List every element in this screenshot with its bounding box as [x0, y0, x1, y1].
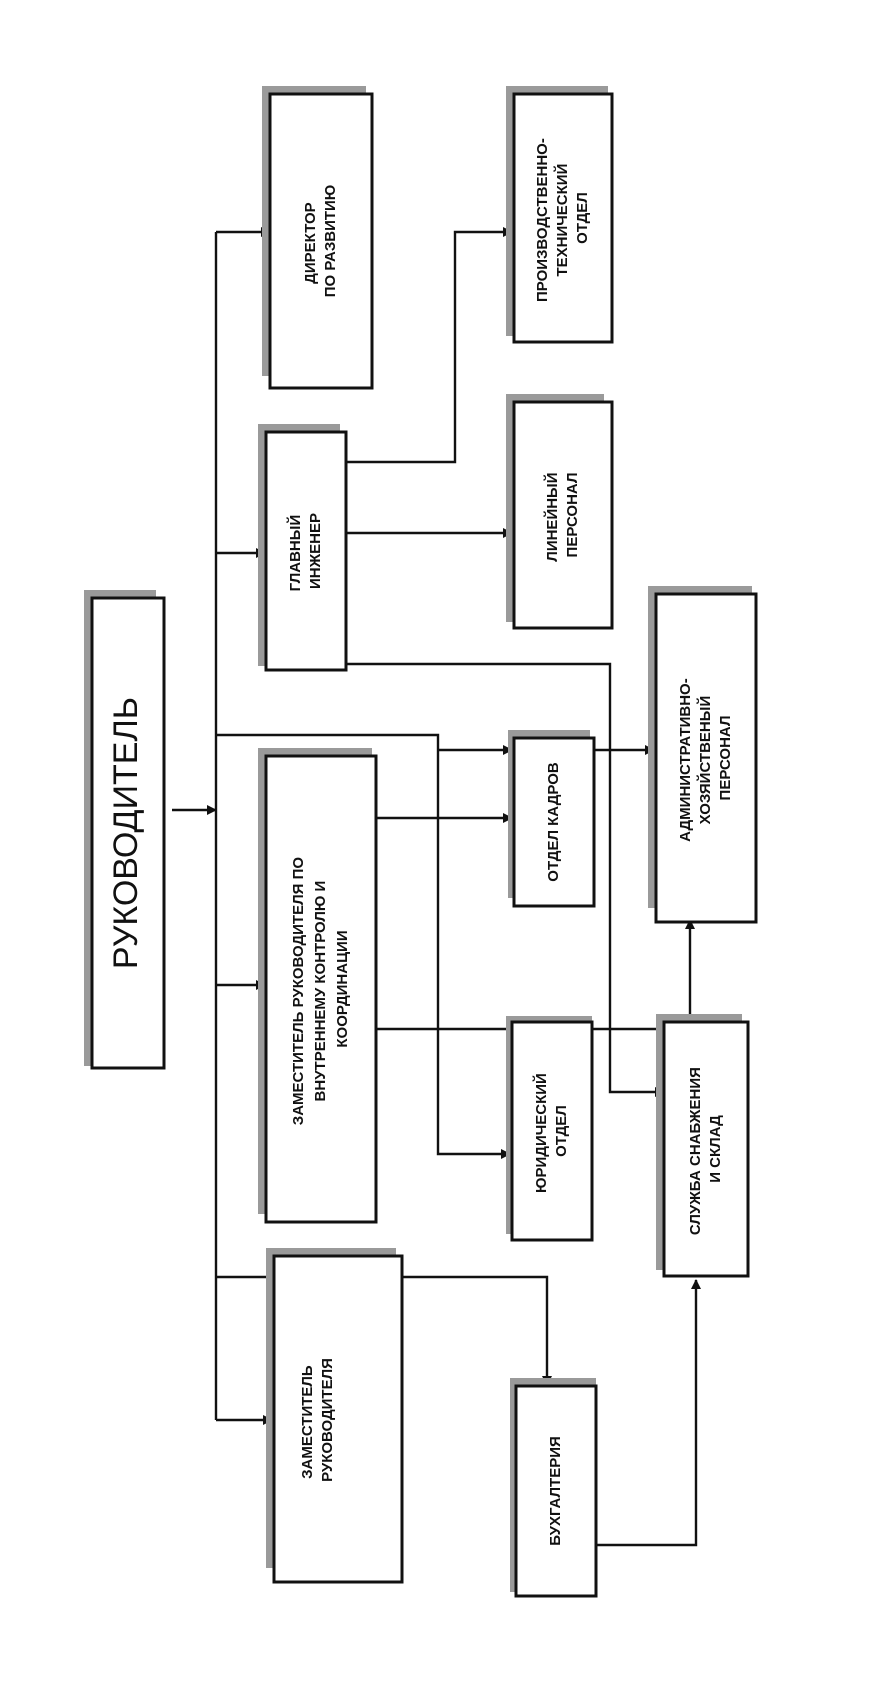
svg-text:СЛУЖБА СНАБЖЕНИЯ И СКЛ: СЛУЖБА СНАБЖЕНИЯ И СКЛАД	[687, 1063, 724, 1235]
node-glavny-inzhener: ГЛАВНЫЙ ИНЖЕНЕР	[258, 424, 348, 672]
node-snabzhenie-line-1: СЛУЖБА СНАБЖЕНИЯ	[687, 1067, 704, 1235]
edge-inzhener-to-pto	[344, 227, 513, 464]
node-buhgalteriya: БУХГАЛТЕРИЯ	[510, 1378, 598, 1598]
node-lineyny-line-2: ПЕРСОНАЛ	[564, 473, 581, 558]
node-otdel-kadrov: ОТДЕЛ КАДРОВ	[508, 730, 596, 908]
node-direktor-line-2: ПО РАЗВИТИЮ	[322, 185, 339, 298]
edge-buhgalteriya-to-snabzhenie	[596, 1279, 701, 1547]
svg-text:ЮРИДИЧЕСКИЙ ОТДЕЛ: ЮРИДИЧЕСКИЙ ОТДЕЛ	[532, 1069, 570, 1193]
node-yuridicheskiy-line-2: ОТДЕЛ	[553, 1105, 570, 1157]
node-inzhener-line-1: ГЛАВНЫЙ	[286, 515, 304, 592]
node-kadry-line-1: ОТДЕЛ КАДРОВ	[545, 762, 562, 882]
node-admin-hoz-line-2: ХОЗЯЙСТВЕНЫЙ	[696, 696, 714, 825]
node-lineyny: ЛИНЕЙНЫЙ ПЕРСОНАЛ	[506, 394, 614, 630]
svg-text:ОТДЕЛ КАДРОВ: ОТДЕЛ КАДРОВ	[545, 762, 562, 882]
node-rukovoditel-line-1: РУКОВОДИТЕЛЬ	[107, 697, 145, 969]
node-zam-kontrol: ЗАМЕСТИТЕЛЬ РУКОВОДИТЕЛЯ ПО ВНУТРЕННЕМУ …	[258, 748, 378, 1224]
node-zam-kontrol-line-3: КООРДИНАЦИИ	[334, 930, 351, 1047]
node-snabzhenie-line-2: И СКЛАД	[707, 1115, 724, 1183]
svg-text:БУХГАЛТЕРИЯ: БУХГАЛТЕРИЯ	[547, 1436, 564, 1546]
svg-text:ДИРЕКТОР ПО РАЗВИТИЮ: ДИРЕКТОР ПО РАЗВИТИЮ	[302, 185, 339, 298]
edge-bus-to-yuridicheskiy	[216, 733, 511, 1159]
node-admin-hoz-line-1: АДМИНИСТРАТИВНО-	[677, 678, 694, 842]
svg-text:ПРОИЗВОДСТВЕННО- ТЕХНИ: ПРОИЗВОДСТВЕННО- ТЕХНИЧЕСКИЙ ОТДЕЛ	[534, 134, 591, 302]
svg-text:РУКОВОДИТЕЛЬ: РУКОВОДИТЕЛЬ	[107, 697, 145, 969]
node-lineyny-line-1: ЛИНЕЙНЫЙ	[543, 472, 561, 561]
node-zam-kontrol-line-2: ВНУТРЕННЕМУ КОНТРОЛЮ И	[312, 881, 329, 1102]
node-pto-line-3: ОТДЕЛ	[574, 192, 591, 244]
node-yuridicheskiy-line-1: ЮРИДИЧЕСКИЙ	[532, 1073, 550, 1193]
node-snabzhenie: СЛУЖБА СНАБЖЕНИЯ И СКЛАД	[656, 1014, 750, 1278]
node-direktor-razvitie: ДИРЕКТОР ПО РАЗВИТИЮ	[262, 86, 374, 390]
node-zam-kontrol-line-1: ЗАМЕСТИТЕЛЬ РУКОВОДИТЕЛЯ ПО	[290, 857, 307, 1126]
svg-text:АДМИНИСТРАТИВНО- ХОЗЯЙ: АДМИНИСТРАТИВНО- ХОЗЯЙСТВЕНЫЙ ПЕРСОНАЛ	[677, 674, 734, 842]
node-buhgalteriya-line-1: БУХГАЛТЕРИЯ	[547, 1436, 564, 1546]
node-pto-line-1: ПРОИЗВОДСТВЕННО-	[534, 138, 551, 302]
node-pto-line-2: ТЕХНИЧЕСКИЙ	[553, 164, 571, 277]
org-boxes: РУКОВОДИТЕЛЬ ДИРЕКТОР ПО РАЗВИТИЮ ГЛАВНЫ…	[84, 86, 758, 1598]
node-zam-rukovoditelya: ЗАМЕСТИТЕЛЬ РУКОВОДИТЕЛЯ	[266, 1248, 404, 1584]
connectors	[172, 227, 701, 1547]
node-pto: ПРОИЗВОДСТВЕННО- ТЕХНИЧЕСКИЙ ОТДЕЛ	[506, 86, 614, 344]
edge-inzhener-to-snabzhenie	[344, 662, 665, 1097]
node-inzhener-line-2: ИНЖЕНЕР	[307, 513, 324, 589]
node-zam-rukovoditelya-line-2: РУКОВОДИТЕЛЯ	[319, 1358, 336, 1482]
node-direktor-line-1: ДИРЕКТОР	[302, 202, 319, 283]
edge-zam-to-admin-hoz	[376, 919, 695, 1031]
node-yuridicheskiy: ЮРИДИЧЕСКИЙ ОТДЕЛ	[506, 1016, 594, 1242]
svg-text:ЗАМЕСТИТЕЛЬ РУКОВОДИТЕ: ЗАМЕСТИТЕЛЬ РУКОВОДИТЕЛЯ	[299, 1358, 336, 1482]
svg-text:ЛИНЕЙНЫЙ ПЕРСОНАЛ: ЛИНЕЙНЫЙ ПЕРСОНАЛ	[543, 468, 581, 561]
svg-text:ГЛАВНЫЙ ИНЖЕНЕР: ГЛАВНЫЙ ИНЖЕНЕР	[286, 511, 324, 592]
node-admin-hoz: АДМИНИСТРАТИВНО- ХОЗЯЙСТВЕНЫЙ ПЕРСОНАЛ	[648, 586, 758, 924]
node-admin-hoz-line-3: ПЕРСОНАЛ	[717, 716, 734, 801]
svg-text:ЗАМЕСТИТЕЛЬ РУКОВОДИТЕЛЯ ПО: ЗАМЕСТИТЕЛЬ РУКОВОДИТЕЛЯ ПО ВНУТРЕННЕМУ …	[290, 853, 351, 1125]
node-zam-rukovoditelya-line-1: ЗАМЕСТИТЕЛЬ	[299, 1365, 316, 1479]
node-rukovoditel: РУКОВОДИТЕЛЬ	[84, 590, 166, 1070]
